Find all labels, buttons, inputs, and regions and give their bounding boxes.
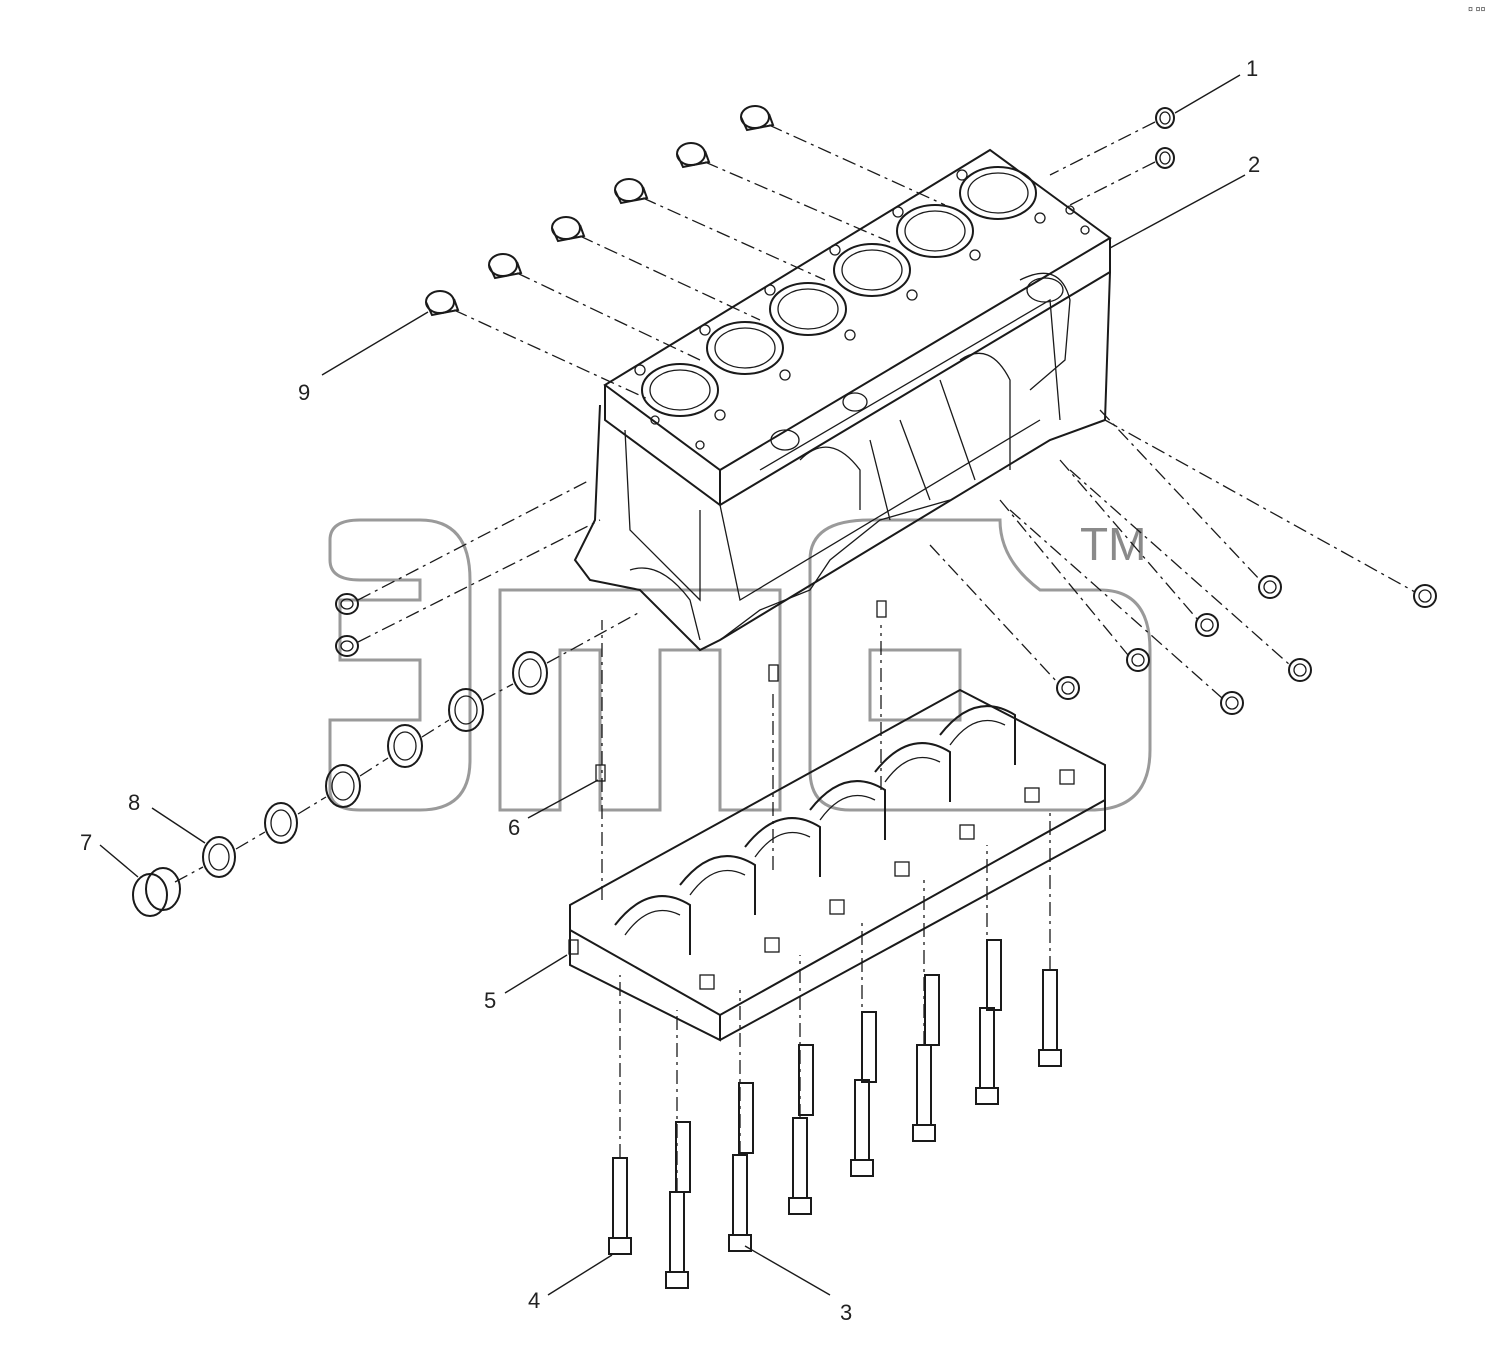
watermark-trademark: TM [1080, 518, 1146, 570]
right-top-plugs [1049, 107, 1175, 206]
callout-4: 4 [528, 1288, 540, 1313]
callout-2: 2 [1248, 152, 1260, 177]
callout-8: 8 [128, 790, 140, 815]
leader-lines [99, 74, 1246, 1296]
main-bolts [601, 620, 1062, 1289]
callout-7: 7 [80, 830, 92, 855]
engine-block [573, 148, 1112, 652]
callout-3: 3 [840, 1300, 852, 1325]
callout-9: 9 [298, 380, 310, 405]
side-plugs-right [929, 409, 1437, 715]
watermark-logo: TM [328, 518, 1152, 812]
callout-1: 1 [1246, 56, 1258, 81]
side-plugs-left [335, 479, 601, 657]
callout-6: 6 [508, 815, 520, 840]
bedplate [569, 688, 1106, 1042]
callout-5: 5 [484, 988, 496, 1013]
corner-mark: ¤ ¤¤ [1468, 4, 1486, 14]
top-plugs [425, 105, 946, 401]
cam-bushings [132, 611, 641, 917]
dowel-pins [568, 600, 887, 955]
